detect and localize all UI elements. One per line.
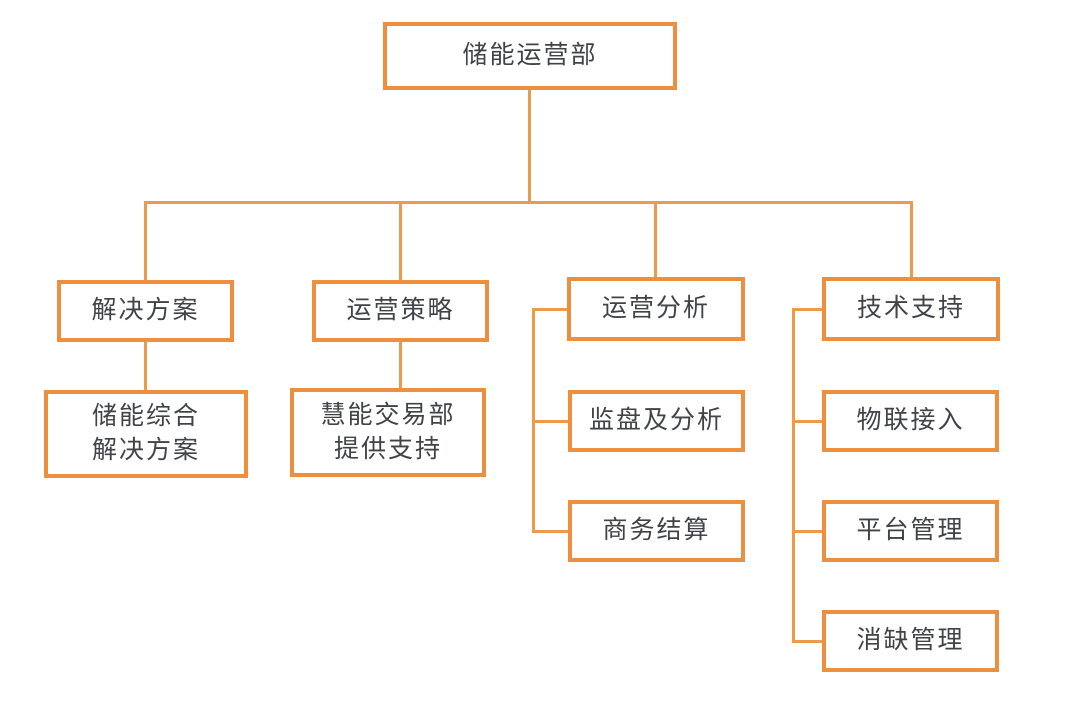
node-root-dept: 储能运营部 — [383, 22, 677, 90]
node-comprehensive-solutions-line1: 储能综合 — [91, 402, 200, 431]
node-monitoring-analysis: 监盘及分析 — [568, 390, 745, 452]
node-tech-support-label: 技术支持 — [856, 294, 965, 323]
node-solutions-label: 解决方案 — [91, 296, 200, 325]
node-platform-management-label: 平台管理 — [856, 516, 965, 545]
connector-solutions-child — [144, 342, 147, 390]
node-iot-access-label: 物联接入 — [856, 406, 965, 435]
node-operation-analysis-label: 运营分析 — [601, 294, 710, 323]
node-operation-analysis: 运营分析 — [567, 277, 745, 341]
connector-platform-stub — [792, 530, 822, 533]
node-trading-dept-support: 慧能交易部 提供支持 — [290, 388, 486, 477]
node-business-settlement-label: 商务结算 — [602, 516, 711, 545]
connector-strategy-child — [399, 342, 402, 388]
node-solutions: 解决方案 — [57, 280, 234, 342]
node-trading-dept-support-line1: 慧能交易部 — [320, 400, 456, 429]
node-defect-management-label: 消缺管理 — [856, 626, 965, 655]
connector-support-stub — [792, 308, 822, 311]
node-iot-access: 物联接入 — [822, 390, 999, 452]
node-root-label: 储能运营部 — [462, 41, 598, 70]
node-business-settlement: 商务结算 — [568, 500, 745, 562]
connector-root-drop — [528, 90, 531, 204]
node-defect-management: 消缺管理 — [822, 610, 999, 672]
node-monitoring-analysis-label: 监盘及分析 — [588, 406, 724, 435]
connector-monitoring-stub — [532, 420, 568, 423]
connector-drop-solutions — [144, 203, 147, 280]
connector-support-spine — [792, 308, 795, 643]
node-operation-strategy-label: 运营策略 — [346, 296, 455, 325]
node-comprehensive-solutions: 储能综合 解决方案 — [44, 390, 248, 478]
connector-drop-strategy — [399, 203, 402, 280]
node-trading-dept-support-line2: 提供支持 — [333, 434, 442, 463]
connector-drop-analysis — [654, 203, 657, 277]
node-tech-support: 技术支持 — [822, 277, 1000, 341]
node-platform-management: 平台管理 — [822, 500, 999, 562]
connector-defect-stub — [792, 640, 822, 643]
connector-iot-stub — [792, 420, 822, 423]
connector-analysis-stub — [532, 308, 567, 311]
node-comprehensive-solutions-line2: 解决方案 — [91, 436, 200, 464]
connector-drop-support — [910, 203, 913, 277]
connector-settlement-stub — [532, 530, 568, 533]
connector-horizontal-rail — [144, 201, 913, 204]
node-operation-strategy: 运营策略 — [312, 280, 489, 342]
